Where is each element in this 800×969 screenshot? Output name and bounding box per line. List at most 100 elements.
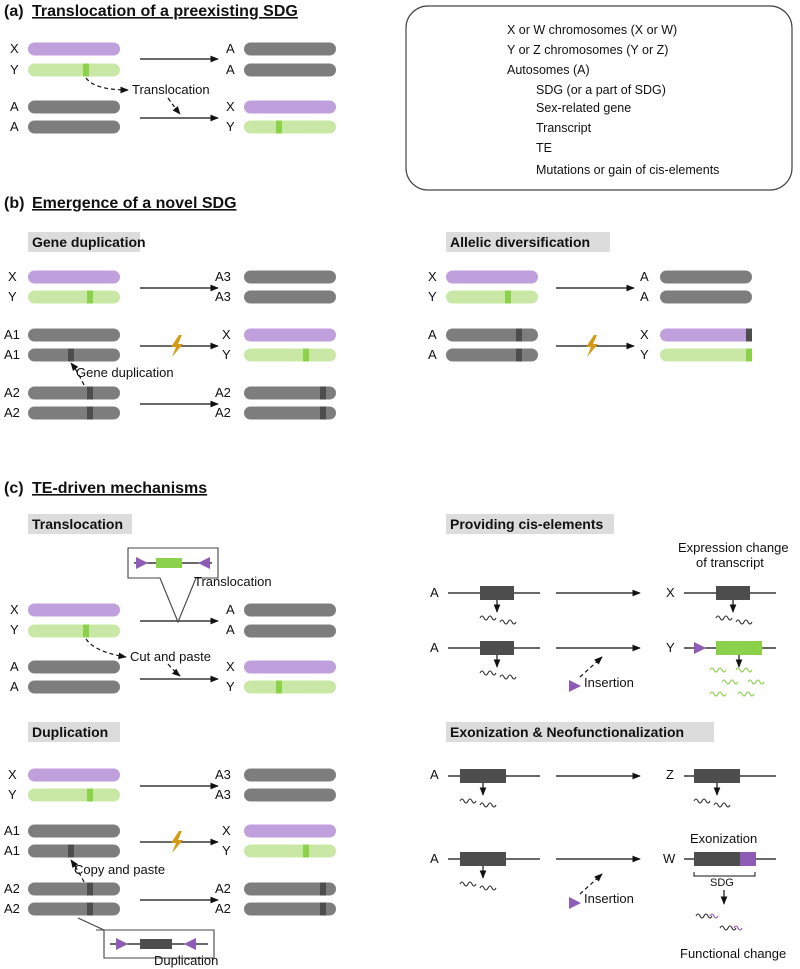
lightning-bolt-icon [171, 831, 183, 853]
wavy-transcript-icon [499, 674, 517, 680]
label-sdg: SDG [710, 877, 734, 889]
svg-text:Y: Y [428, 289, 437, 304]
legend-item-transcript: Transcript [536, 121, 592, 135]
svg-text:Y: Y [222, 347, 231, 362]
wavy-transcript-icon [715, 615, 733, 621]
panel-b-letter: (b) [4, 195, 24, 212]
svg-text:A2: A2 [215, 385, 231, 400]
exonized-te-segment [740, 852, 756, 866]
label-exonization: Exonization [690, 831, 757, 846]
svg-text:X: X [10, 602, 19, 617]
chromosome [244, 824, 336, 838]
chromosome [244, 290, 336, 304]
gene-band [746, 348, 752, 362]
dashed-arrow-icon [167, 97, 181, 115]
dashed-arrow-icon [579, 873, 603, 895]
gene-band [303, 844, 309, 858]
svg-text:A: A [428, 347, 437, 362]
chromosome [28, 406, 120, 420]
wavy-transcript-icon [709, 667, 727, 673]
gene-band [87, 406, 93, 420]
svg-text:A1: A1 [4, 823, 20, 838]
gene-box [480, 641, 514, 655]
svg-text:Y: Y [8, 289, 17, 304]
chromosome [244, 42, 336, 56]
wavy-transcript-icon [735, 667, 753, 673]
label-translocation-callout: Translocation [194, 574, 272, 589]
gene-band [87, 290, 93, 304]
callout-frame [77, 917, 215, 959]
svg-text:Y: Y [226, 119, 235, 134]
svg-text:A2: A2 [4, 881, 20, 896]
svg-text:A: A [430, 767, 439, 782]
dashed-arrow-icon [85, 638, 127, 660]
subtitle-translocation: Translocation [32, 516, 123, 532]
legend-item-sdg: SDG (or a part of SDG) [536, 83, 666, 97]
label-expression-change-2: of transcript [696, 555, 764, 570]
chromosome [28, 120, 120, 134]
chromosome [28, 63, 120, 77]
gene-band [276, 120, 282, 134]
te-triangle-icon [136, 557, 148, 569]
label-cut-and-paste: Cut and paste [130, 649, 211, 664]
svg-text:A: A [640, 269, 649, 284]
svg-text:X: X [640, 327, 649, 342]
wavy-transcript-icon [499, 619, 517, 625]
chromosome [28, 328, 120, 342]
subtitle-providing-cis-elements: Providing cis-elements [450, 516, 603, 532]
wavy-transcript-icon [695, 913, 713, 919]
legend-box [405, 5, 793, 191]
chromosome [244, 768, 336, 782]
svg-text:A: A [226, 41, 235, 56]
callout-gene [156, 558, 182, 568]
sdg-bracket [693, 872, 756, 877]
svg-text:Y: Y [10, 622, 19, 637]
subtitle-duplication: Duplication [32, 724, 108, 740]
svg-text:Z: Z [666, 767, 674, 782]
label-copy-and-paste: Copy and paste [74, 862, 165, 877]
gene-band [320, 902, 326, 916]
svg-text:A3: A3 [215, 269, 231, 284]
gene-band [320, 386, 326, 400]
svg-text:A1: A1 [4, 843, 20, 858]
te-triangle-icon [116, 938, 128, 950]
dashed-arrow-icon [70, 362, 85, 386]
svg-text:X: X [8, 767, 17, 782]
chromosome [244, 624, 336, 638]
wavy-transcript-icon [721, 679, 739, 685]
chromosome [244, 120, 336, 134]
svg-text:A: A [10, 679, 19, 694]
wavy-transcript-icon [479, 802, 497, 808]
svg-text:A: A [226, 62, 235, 77]
svg-text:A3: A3 [215, 289, 231, 304]
svg-text:A: A [10, 659, 19, 674]
chromosome [28, 824, 120, 838]
callout-gene [140, 939, 172, 949]
wavy-transcript-icon [709, 913, 719, 919]
gene-box [716, 586, 750, 600]
chromosome [244, 680, 336, 694]
te-triangle-icon [694, 642, 706, 654]
svg-text:A3: A3 [215, 767, 231, 782]
wavy-transcript-icon [747, 679, 765, 685]
chromosome [660, 348, 752, 362]
svg-text:X: X [226, 99, 235, 114]
chromosome [244, 660, 336, 674]
label-insertion-exon: Insertion [584, 891, 634, 906]
panel-c-letter: (c) [4, 480, 24, 497]
te-triangle-icon [569, 897, 581, 909]
svg-text:Y: Y [222, 843, 231, 858]
chromosome [660, 290, 752, 304]
chromosome [28, 882, 120, 896]
svg-text:A: A [428, 327, 437, 342]
wavy-transcript-icon [735, 619, 753, 625]
callout-frame [127, 547, 219, 579]
chromosome [244, 63, 336, 77]
chromosome [28, 386, 120, 400]
subtitle-allelic-diversification: Allelic diversification [450, 234, 590, 250]
chromosome [28, 624, 120, 638]
label-insertion-cis: Insertion [584, 675, 634, 690]
dashed-arrow-icon [579, 656, 603, 678]
chromosome [28, 290, 120, 304]
legend-item-mutations: Mutations or gain of cis-elements [536, 163, 719, 177]
